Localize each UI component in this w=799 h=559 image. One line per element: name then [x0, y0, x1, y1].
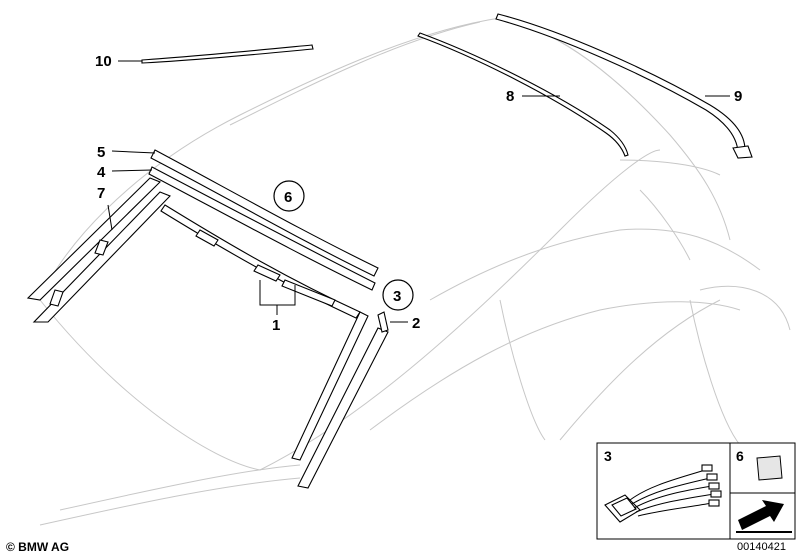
copyright-text: © BMW AG [6, 540, 70, 554]
callout-4: 4 [97, 164, 106, 181]
car-body-outline [39, 17, 791, 526]
part-9-roof-moulding [495, 13, 753, 159]
part-2-clip [377, 311, 408, 333]
callout-circle-6 [273, 180, 305, 212]
callout-8: 8 [506, 88, 514, 105]
part-4-strip [111, 166, 376, 291]
inset-label-6: 6 [736, 448, 744, 464]
inset-label-3: 3 [604, 448, 612, 464]
callout-5: 5 [97, 144, 105, 161]
part-10-trim-strip [118, 44, 314, 64]
part-8-roof-moulding [417, 32, 629, 157]
adhesive-pad-icon [756, 455, 783, 481]
document-number: 00140421 [737, 541, 786, 553]
callout-3: 3 [393, 288, 401, 305]
callout-2: 2 [412, 315, 420, 332]
callout-10: 10 [95, 53, 112, 70]
callout-9: 9 [734, 88, 742, 105]
callout-6: 6 [284, 189, 292, 206]
part-1-frame [160, 204, 389, 489]
callout-7: 7 [97, 185, 105, 202]
direction-arrow-icon [736, 500, 792, 533]
callout-1: 1 [272, 317, 280, 334]
parts-inset-box: 3 6 [596, 442, 796, 540]
part-5-strip [111, 149, 379, 277]
callout-circle-3 [382, 279, 414, 311]
harness-connector-icon [604, 464, 722, 523]
part-7-frame [26, 177, 171, 323]
